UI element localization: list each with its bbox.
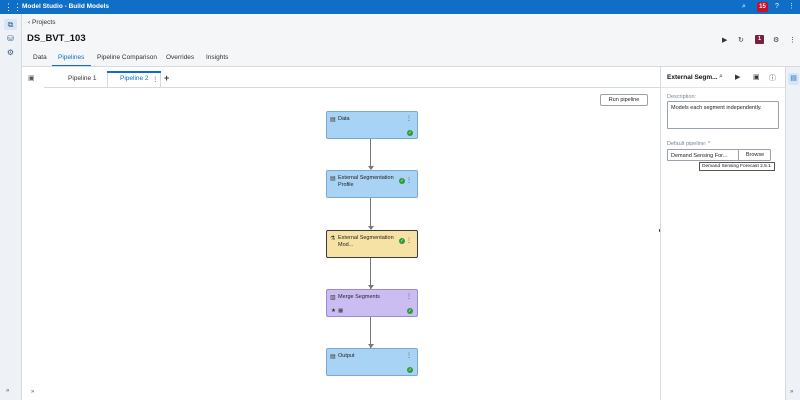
node-menu-icon[interactable]: ⋮ <box>406 116 412 122</box>
node-label: Merge Segments <box>338 294 380 300</box>
browse-button[interactable]: Browse <box>738 150 771 160</box>
node-label: Data <box>338 116 350 122</box>
output-node-icon: ▤ <box>330 354 336 360</box>
connector-line <box>370 139 371 169</box>
back-link-label: Projects <box>31 19 56 26</box>
right-rail: ▤ » <box>785 66 800 400</box>
search-icon[interactable]: ⌕ <box>719 73 723 80</box>
success-check-icon: ✓ <box>399 178 405 184</box>
default-pipeline-label: Default pipeline: * <box>667 141 711 147</box>
back-to-projects-link[interactable]: ‹ Projects <box>28 19 56 26</box>
node-menu-icon[interactable]: ⋮ <box>406 178 412 184</box>
tab-data[interactable]: Data <box>33 54 47 61</box>
pipeline-node-data[interactable]: ▤ Data ⋮ ✓ <box>326 111 418 139</box>
run-pipeline-button[interactable]: Run pipeline <box>600 94 648 106</box>
project-header: ‹ Projects DS_BVT_103 ▶ ↻ 1 ⚙ ⋮ Data Pip… <box>22 14 800 67</box>
connector-arrow <box>367 226 374 230</box>
description-field[interactable]: Models each segment independently. <box>667 101 779 129</box>
tab-overrides[interactable]: Overrides <box>166 54 195 61</box>
run-icon[interactable]: ▶ <box>722 37 728 44</box>
node-label: External Segmentation Mod... <box>338 235 394 248</box>
more-options-icon[interactable]: ⋮ <box>789 37 796 44</box>
default-pipeline-value: Demand Sensing For... <box>671 152 728 159</box>
results-grid-icon[interactable]: ▦ <box>338 308 344 314</box>
tab-pipeline-1[interactable]: Pipeline 1 <box>68 75 97 82</box>
expand-canvas-icon[interactable]: » <box>31 389 35 395</box>
connector-line <box>370 258 371 289</box>
success-check-icon: ✓ <box>399 238 405 244</box>
help-icon[interactable]: ⓘ <box>769 75 776 82</box>
pipeline-tab-divider <box>44 87 660 88</box>
tab-pipeline-2[interactable]: Pipeline 2 <box>120 75 149 82</box>
connector-arrow <box>367 166 374 170</box>
node-menu-icon[interactable]: ⋮ <box>406 238 412 244</box>
success-check-icon: ✓ <box>407 308 413 314</box>
refresh-icon[interactable]: ↻ <box>738 37 744 44</box>
node-menu-icon[interactable]: ⋮ <box>406 294 412 300</box>
settings-icon[interactable]: ⚙ <box>773 37 780 44</box>
success-check-icon: ✓ <box>407 130 413 136</box>
add-pipeline-icon[interactable]: + <box>164 73 170 83</box>
notification-badge[interactable]: 15 <box>757 2 768 12</box>
description-label: Description: <box>667 94 697 100</box>
user-menu-icon[interactable]: ⋮ <box>788 3 795 10</box>
run-node-icon[interactable]: ▶ <box>735 74 741 81</box>
description-text: Models each segment independently. <box>671 105 762 111</box>
tab-insights[interactable]: Insights <box>206 54 229 61</box>
node-label: Output <box>338 353 355 359</box>
left-rail: ⧉ ⛁ ⚙ » <box>0 14 22 400</box>
merge-node-icon: ▥ <box>330 295 336 301</box>
properties-panel: External Segm... ⌕ ▶ ▣ ⓘ Description: Mo… <box>660 66 786 400</box>
pipeline-node-external-segmentation-profile[interactable]: ▤ External Segmentation Profile ✓ ⋮ <box>326 170 418 198</box>
app-title: Model Studio - Build Models <box>22 3 110 10</box>
expand-rail-icon[interactable]: » <box>6 388 10 394</box>
search-icon[interactable]: ⌕ <box>742 3 746 10</box>
manage-data-icon[interactable]: ⛁ <box>7 34 14 43</box>
exchange-icon[interactable]: ⚙ <box>6 48 15 57</box>
pipeline-canvas: ▣ Pipeline 1 Pipeline 2 ⋮ + Run pipeline… <box>22 66 660 400</box>
model-node-icon: ⚗ <box>330 236 336 242</box>
active-pipeline-tab-frame <box>107 71 161 87</box>
default-pipeline-field[interactable]: Demand Sensing For... Browse <box>667 149 771 161</box>
app-grid-icon[interactable]: ⋮⋮ <box>4 2 22 12</box>
node-label: External Segmentation Profile <box>338 175 394 188</box>
build-models-icon[interactable]: ⧉ <box>4 19 17 30</box>
profile-node-icon: ▤ <box>330 176 336 182</box>
tab-pipelines[interactable]: Pipelines <box>58 54 85 61</box>
node-properties-icon[interactable]: ▤ <box>788 73 799 85</box>
pipeline-tab-menu-icon[interactable]: ⋮ <box>152 76 159 83</box>
success-check-icon: ✓ <box>407 367 413 373</box>
expand-right-rail-icon[interactable]: » <box>790 389 794 395</box>
help-icon[interactable]: ? <box>775 3 779 10</box>
top-bar: ⋮⋮ Model Studio - Build Models ⌕ 15 ? ⋮ <box>0 0 800 14</box>
champion-star-icon: ★ <box>331 308 336 314</box>
canvas-toggle-icon[interactable]: ▣ <box>28 75 35 82</box>
node-menu-icon[interactable]: ⋮ <box>406 353 412 359</box>
pipeline-node-output[interactable]: ▤ Output ⋮ ✓ <box>326 348 418 376</box>
data-node-icon: ▤ <box>330 117 336 123</box>
pipeline-node-external-segmentation-model[interactable]: ⚗ External Segmentation Mod... ✓ ⋮ <box>326 230 418 258</box>
save-icon[interactable]: ▣ <box>753 74 760 81</box>
status-badge[interactable]: 1 <box>755 35 764 44</box>
active-tab-indicator <box>52 65 91 67</box>
connector-line <box>370 198 371 229</box>
panel-divider <box>661 87 786 88</box>
pipeline-node-merge-segments[interactable]: ▥ Merge Segments ⋮ ★ ▦ ✓ <box>326 289 418 317</box>
connector-arrow <box>367 344 374 348</box>
default-pipeline-tooltip: Demand Sensing Forecast 2.5.1 <box>699 162 775 171</box>
connector-arrow <box>367 285 374 289</box>
properties-panel-title: External Segm... <box>667 74 718 81</box>
tab-pipeline-comparison[interactable]: Pipeline Comparison <box>97 54 157 61</box>
project-title: DS_BVT_103 <box>27 33 86 44</box>
connector-line <box>370 317 371 348</box>
